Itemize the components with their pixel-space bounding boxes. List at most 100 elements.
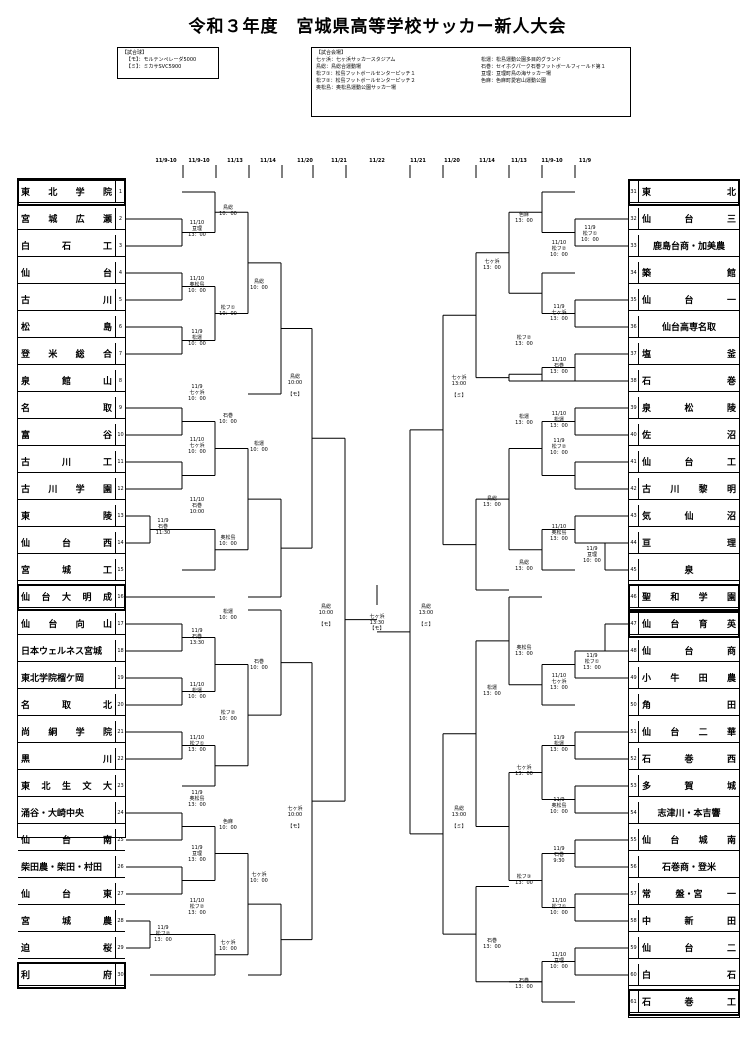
team-number: 47: [629, 613, 639, 634]
team-name: 仙台城南: [639, 833, 739, 846]
match-label-line: 10：00: [219, 541, 237, 547]
team-number: 15: [115, 559, 125, 580]
match-label-line: 11/10: [551, 524, 567, 530]
team-name-part: 角: [642, 701, 652, 711]
date-header: 11/9-10: [155, 158, 177, 164]
match-label-line: 鳥総: [518, 560, 530, 566]
team-number: 16: [115, 586, 125, 607]
date-header: 11/14: [260, 158, 276, 164]
team-number: 18: [115, 640, 125, 661]
team-number: 34: [629, 262, 639, 283]
team-name: 石巻工: [639, 995, 739, 1008]
team-number: 1: [115, 181, 125, 202]
match-label-line: 10：00: [188, 341, 206, 347]
team-name: 聖和学園: [639, 590, 739, 603]
team-name-part: 城: [61, 917, 71, 927]
match-label-line: 11/10: [189, 220, 205, 226]
team-name-part: 仙: [21, 836, 31, 846]
team-name-part: 仙: [21, 269, 31, 279]
team-name-part: 工: [726, 458, 736, 468]
venue-line: 松運：松島運動公園多目的グランド: [481, 57, 562, 63]
team-name-part: 川: [102, 755, 112, 765]
match-label-line: 七ヶ浜: [516, 765, 532, 771]
team-name-part: 塩: [642, 350, 652, 360]
team-name-part: 園: [726, 593, 736, 603]
team-name-part: 名: [21, 404, 31, 414]
match-label-line: 13：00: [188, 747, 206, 753]
team-name-part: 涌谷・大崎中央: [21, 809, 85, 819]
match-label-line: 11/9: [553, 438, 565, 444]
team-name-part: 古: [642, 485, 652, 495]
team-name-part: 城: [61, 566, 71, 576]
team-name-part: 台: [670, 836, 680, 846]
venue-line: 色麻：色麻町愛宕山運動公園: [481, 78, 547, 84]
team-name-part: 台: [684, 944, 694, 954]
team-name-part: 工: [102, 566, 112, 576]
match-label-line: 10：00: [250, 665, 268, 671]
match-label-line: 石巻: [553, 852, 565, 858]
team-name-part: 育: [698, 620, 708, 630]
team-name: 富谷: [18, 428, 115, 441]
team-number: 33: [629, 235, 639, 256]
match-label-line: 13:30: [369, 620, 385, 626]
match-label-line: 13：00: [188, 232, 206, 238]
team-name-part: 気: [642, 512, 652, 522]
ball-line: 【ミ】：ミカサSVC5900: [126, 64, 182, 70]
match-label-line: 鳥総: [222, 205, 234, 211]
team-name-part: 合: [102, 350, 112, 360]
team-name-part: 仙: [21, 620, 31, 630]
team-name: 石巻商・登米: [639, 860, 739, 873]
team-name: 仙台二華: [639, 725, 739, 738]
team-name: 宮城農: [18, 914, 115, 927]
team-name-part: 東: [21, 188, 31, 198]
team-name-part: 仙: [642, 215, 652, 225]
page-title: 令和３年度 宮城県高等学校サッカー新人大会: [188, 17, 567, 37]
match-label-line: 10：00: [250, 447, 268, 453]
team-name-part: 泉: [642, 404, 652, 414]
team-name-part: 古: [21, 485, 31, 495]
team-number: 6: [115, 316, 125, 337]
team-number: 20: [115, 694, 125, 715]
match-label-line: 七ヶ浜: [484, 259, 500, 265]
match-label-line: 10：00: [219, 716, 237, 722]
team-number: 21: [115, 721, 125, 742]
team-name-part: 石: [642, 998, 652, 1008]
match-label-line: 亘理: [553, 958, 565, 964]
team-number: 24: [115, 802, 125, 823]
match-label-line: 13：00: [515, 880, 533, 886]
team-number: 23: [115, 775, 125, 796]
team-name-part: 広: [75, 215, 85, 225]
team-name-part: 仙: [21, 890, 31, 900]
team-name: 東陵: [18, 509, 115, 522]
match-label-line: 石巻: [518, 978, 530, 984]
team-name: 中新田: [639, 914, 739, 927]
venue-header: 【試合会場】: [316, 50, 347, 56]
team-name-part: 泉: [684, 566, 694, 576]
